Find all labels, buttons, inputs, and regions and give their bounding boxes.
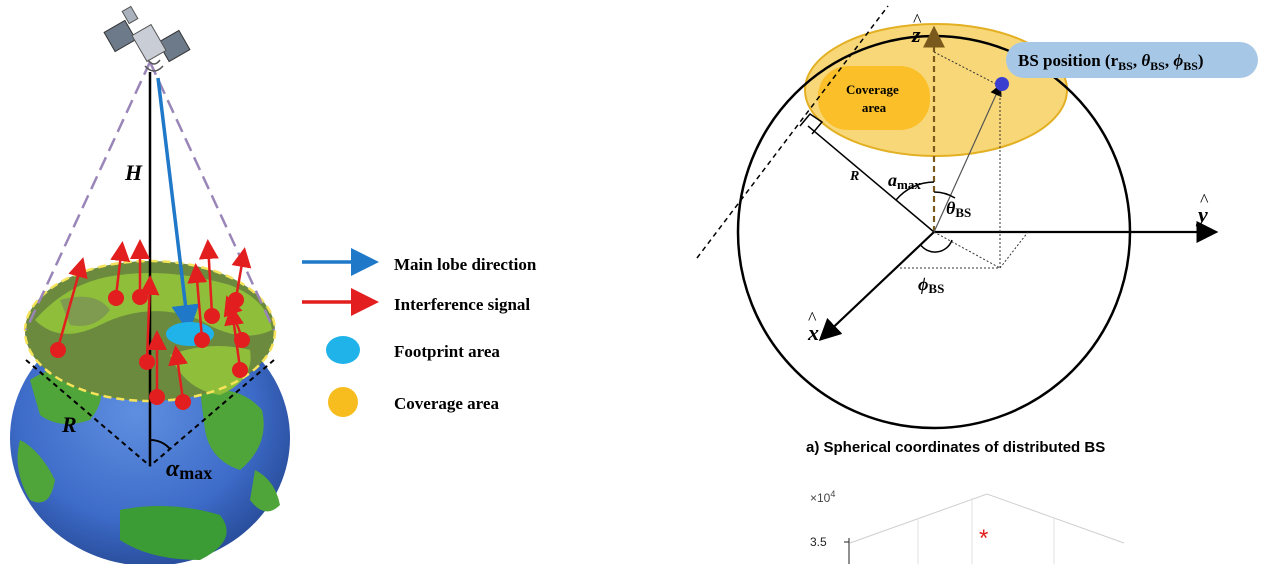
tangent-line	[696, 5, 889, 259]
projection-dotted	[933, 51, 1001, 87]
exponent-label: ×104	[810, 489, 835, 505]
bs-position-label: BS position (rBS, θBS, ϕBS)	[1018, 51, 1204, 73]
z-hat: ^	[913, 10, 922, 30]
y-axis-label: y	[1195, 202, 1208, 227]
legend-item-coverage: Coverage area	[328, 387, 499, 417]
plot-outline	[849, 493, 1125, 544]
theta-arc	[933, 191, 956, 199]
land-mass	[120, 506, 227, 560]
satellite-icon	[103, 5, 191, 72]
position-vector	[933, 83, 1002, 233]
bs-dot	[995, 77, 1009, 91]
beam-cone	[24, 61, 276, 331]
interference-signals	[50, 239, 252, 410]
radius-line	[807, 125, 935, 233]
bottom-plot: ×104 3.5 *	[810, 489, 1125, 564]
x-axis	[818, 231, 935, 342]
projection-dotted	[999, 231, 1029, 269]
svg-text:Main lobe direction: Main lobe direction	[394, 255, 537, 274]
cap-land	[170, 346, 251, 395]
amax-label: amax	[888, 170, 921, 192]
amax-arc	[895, 181, 935, 201]
coverage-label: Coverage area	[846, 82, 902, 115]
right-angle-mark	[799, 113, 824, 135]
cap-land	[60, 296, 110, 326]
legend-item-main-lobe: Main lobe direction	[302, 248, 537, 276]
theta-label: θBS	[946, 198, 971, 220]
phi-arc	[919, 239, 953, 253]
bs-position-box	[1006, 42, 1258, 78]
figure-caption: a) Spherical coordinates of distributed …	[806, 439, 1105, 456]
main-lobe-arrow	[156, 77, 200, 333]
land-mass	[250, 470, 280, 512]
svg-text:Interference signal: Interference signal	[394, 295, 530, 314]
legend-item-interference: Interference signal	[302, 288, 530, 316]
svg-text:Footprint area: Footprint area	[394, 342, 500, 361]
radius-label: R	[61, 412, 77, 437]
z-axis-label: z	[911, 22, 921, 47]
x-axis-label: x	[807, 320, 819, 345]
height-label: H	[124, 160, 143, 185]
coverage-label-box	[818, 66, 930, 130]
legend-item-footprint: Footprint area	[326, 336, 500, 364]
land-mass	[17, 440, 56, 503]
alpha-arc	[149, 438, 171, 450]
radius-line-left	[25, 359, 151, 467]
y-hat: ^	[1200, 190, 1209, 210]
x-hat: ^	[808, 308, 817, 328]
legend: Main lobe direction Interference signal …	[302, 248, 537, 417]
phi-label: ϕBS	[918, 274, 944, 296]
ytick-label: 3.5	[810, 535, 827, 549]
projection-dotted	[933, 231, 1001, 269]
spherical-diagram: Coverage area BS position (rBS, θBS, ϕBS…	[696, 5, 1258, 430]
r-label: R	[849, 169, 859, 184]
svg-text:Coverage area: Coverage area	[394, 394, 499, 413]
grid-lines	[917, 498, 1055, 564]
star-marker: *	[979, 525, 988, 552]
alpha-max-label: αmax	[166, 456, 212, 483]
